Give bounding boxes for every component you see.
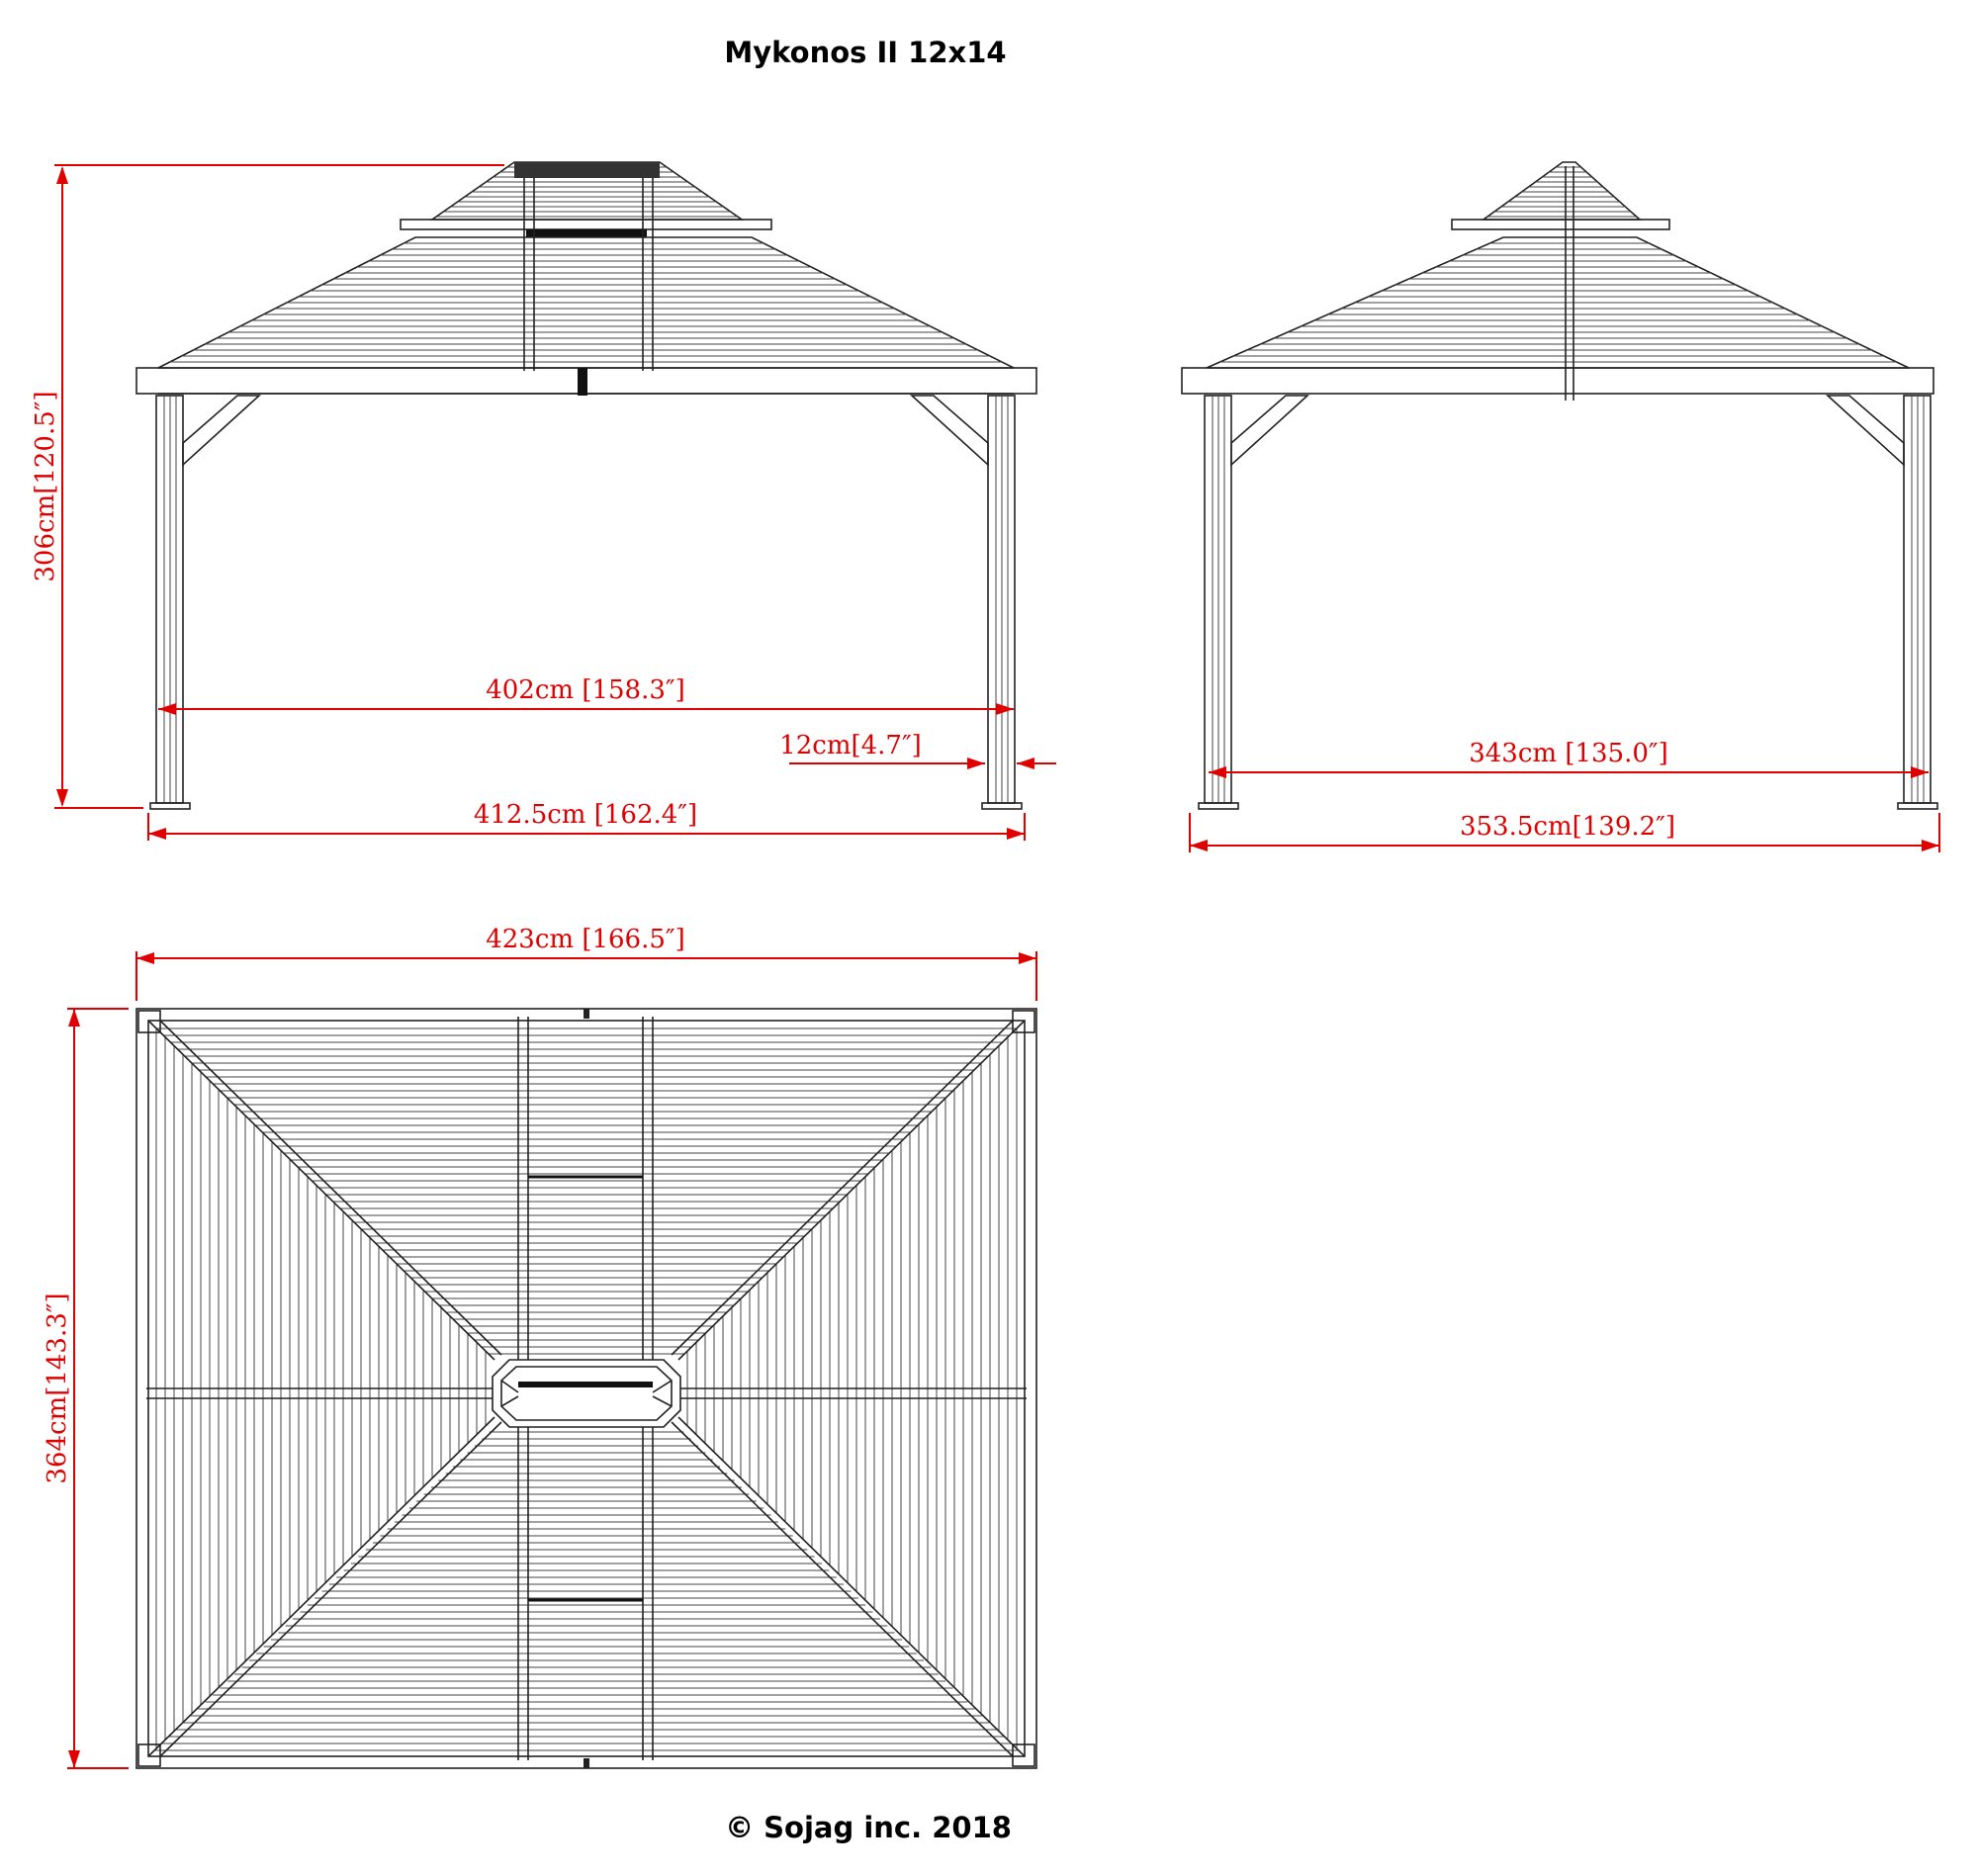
side-inner-width-label: 343cm [135.0″] (1469, 739, 1668, 768)
side-view (1181, 161, 1938, 810)
top-depth-label: 364cm[143.3″] (43, 1293, 72, 1483)
side-right-post (1897, 395, 1938, 810)
front-roof-vent (514, 162, 660, 178)
side-left-brace (1230, 395, 1310, 467)
side-upper-eave (1451, 219, 1670, 230)
front-outer-width-label: 412.5cm [162.4″] (474, 800, 697, 830)
side-upper-roof (1481, 161, 1643, 221)
side-fascia (1181, 367, 1934, 395)
top-dimensions: 423cm [166.5″] 364cm[143.3″] (43, 925, 1037, 1769)
top-width-label: 423cm [166.5″] (486, 925, 685, 954)
front-left-brace (182, 395, 262, 467)
side-left-post (1198, 395, 1239, 810)
side-outer-width-label: 353.5cm[139.2″] (1460, 812, 1675, 842)
copyright-text: © Sojag inc. 2018 (725, 1811, 1012, 1844)
front-upper-eave (400, 219, 772, 230)
front-vent-band (526, 229, 647, 237)
front-inner-width-label: 402cm [158.3″] (486, 675, 685, 705)
side-dimensions: 343cm [135.0″] 353.5cm[139.2″] (1189, 739, 1940, 852)
top-center-vent (492, 1359, 681, 1428)
top-view (135, 1008, 1037, 1769)
front-post-width-label: 12cm[4.7″] (779, 731, 922, 760)
sheet-title: Mykonos II 12x14 (724, 36, 1006, 69)
side-right-brace (1825, 395, 1905, 467)
front-left-post (149, 395, 191, 810)
front-right-brace (909, 395, 989, 467)
front-view (135, 161, 1037, 810)
front-right-post (981, 395, 1023, 810)
front-height-label: 306cm[120.5″] (31, 391, 60, 581)
front-dimensions: 306cm[120.5″] 402cm [158.3″] 12cm[4.7″] … (31, 164, 1056, 841)
